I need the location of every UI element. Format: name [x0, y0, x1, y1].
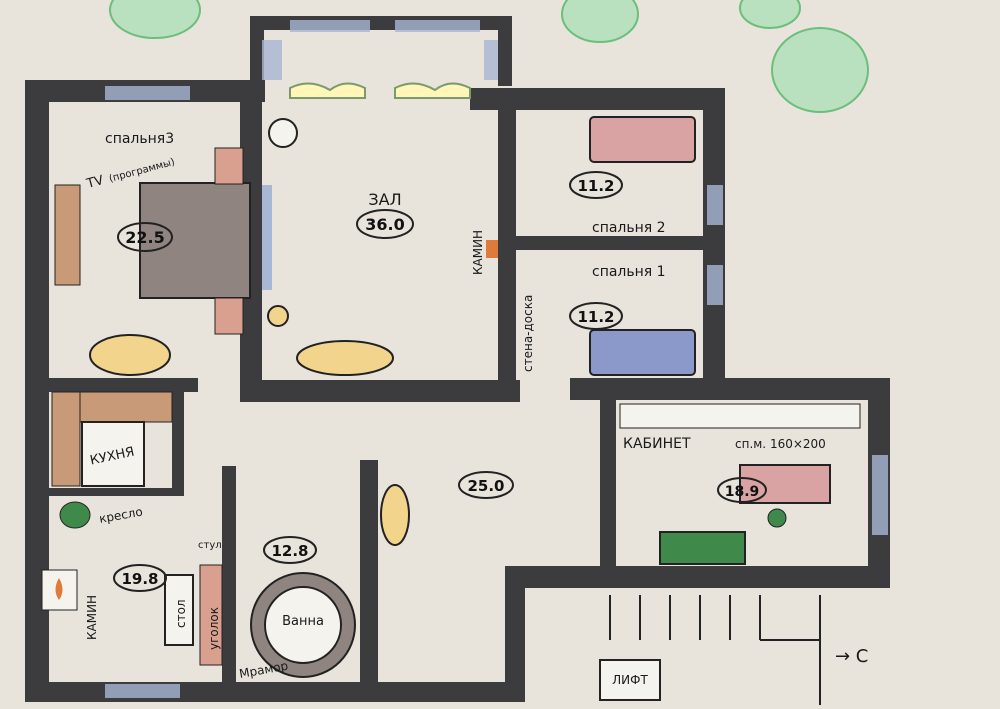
room-name-cabinet: КАБИНЕТ [623, 436, 691, 452]
lift-box [599, 659, 661, 701]
corner-sofa-icon [199, 564, 223, 666]
windows [105, 20, 888, 698]
area-badge [113, 564, 167, 592]
room-name-hall: ЗАЛ [368, 190, 401, 209]
armchair-icon [89, 334, 171, 376]
hall: ЗАЛ 36.0 КАМИН [267, 118, 498, 376]
area-corridor: 25.0 [467, 477, 504, 495]
chair-label: стул [198, 540, 222, 551]
cabinet-bed-note: сп.м. 160×200 [735, 437, 826, 451]
lamp-icon [268, 118, 298, 148]
area-badge [356, 209, 414, 239]
nightstand-icon [214, 147, 244, 185]
hall-fireplace-label: КАМИН [471, 230, 485, 275]
table-label: стол [174, 599, 188, 628]
area-bathroom: 12.8 [271, 542, 308, 560]
chair-icon [767, 508, 787, 528]
area-bedroom1: 11.2 [577, 308, 614, 326]
bed-icon [589, 329, 696, 376]
bedroom3: спальня3 TV (программы) 22.5 [54, 131, 272, 376]
fireplace-label: КАМИН [85, 595, 99, 640]
tv-note: TV [84, 173, 105, 192]
area-badge [117, 222, 173, 252]
desk-icon [739, 464, 831, 504]
table-icon [164, 574, 194, 646]
tree-icon [109, 0, 201, 39]
board-wall-label: стена-доска [521, 295, 535, 372]
fire-icon [55, 578, 63, 600]
bookshelf-icon [619, 403, 861, 429]
area-badge [569, 302, 623, 330]
bed-icon [139, 182, 251, 299]
area-bedroom3: 22.5 [125, 228, 164, 247]
area-cabinet: 18.9 [725, 484, 760, 500]
tree-icon [739, 0, 801, 29]
area-badge [263, 536, 317, 564]
area-badge [717, 477, 767, 503]
bathtub-inner-icon [264, 586, 342, 664]
tree-icon [561, 0, 639, 43]
armchair-icon [59, 501, 91, 529]
tub-label: Ванна [282, 614, 324, 629]
corridor: 25.0 [380, 471, 514, 546]
area-hall: 36.0 [365, 215, 404, 234]
fireplace-icon [486, 240, 498, 258]
tv-cabinet-icon [54, 184, 81, 286]
kitchen-counter-icon [51, 391, 81, 487]
corner-label: уголок [207, 607, 221, 650]
area-bedroom2: 11.2 [577, 177, 614, 195]
bed-icon [589, 116, 696, 163]
dining: КАМИН кресло стул стол уголок 19.8 [41, 501, 223, 666]
sofa-bed-icon [659, 531, 746, 565]
kitchen-island-icon [81, 421, 145, 487]
kitchen: КУХНЯ [51, 391, 173, 487]
area-badge [458, 471, 514, 499]
tree-icon [771, 27, 869, 113]
stool-icon [267, 305, 289, 327]
nightstand-icon [214, 297, 244, 335]
stairs [609, 595, 821, 705]
area-badge [569, 171, 623, 199]
bedrooms-right: спальня 2 11.2 спальня 1 11.2 стена-доск… [521, 116, 696, 376]
trees [109, 0, 869, 113]
bench-icon [380, 484, 410, 546]
room-name-bedroom3: спальня3 [105, 131, 174, 147]
cabinet: КАБИНЕТ сп.м. 160×200 18.9 [619, 403, 861, 565]
room-name-bedroom2: спальня 2 [592, 220, 666, 236]
curtains [289, 82, 471, 99]
room-name-bedroom1: спальня 1 [592, 264, 666, 280]
exit-arrow: → C [835, 646, 868, 667]
lift-label: ЛИФТ [612, 673, 648, 687]
wardrobe-icon [262, 185, 272, 290]
area-dining: 19.8 [121, 570, 158, 588]
sofa-icon [296, 340, 394, 376]
